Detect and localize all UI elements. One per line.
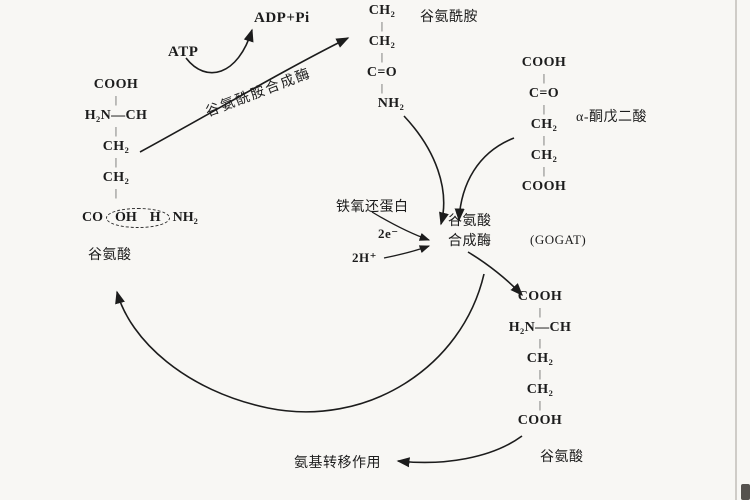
amino-transfer-label: 氨基转移作用 [294, 456, 381, 471]
arrow-protons [383, 245, 431, 259]
structure-glutamine-top: CH₂|CH₂|C=O|NH₂ [366, 3, 405, 111]
hydrogen-atom: H [149, 210, 161, 225]
structure-glutamate-bottom: COOH|H₂N—CH|CH₂|CH₂|COOH [508, 289, 572, 428]
arrow-glutamate-recycle [115, 273, 485, 413]
ferredoxin-label: 铁氧还蛋白 [336, 200, 409, 215]
amine-group: NH₂ [172, 210, 198, 225]
arrow-electrons [371, 211, 431, 241]
glutamate-synthase-label-line1: 谷氨酸 [448, 214, 492, 229]
dashed-oval-condensation-site: OH H [106, 208, 170, 228]
protons-label: 2H⁺ [352, 250, 377, 265]
arrow-atp-to-adp [185, 28, 254, 74]
arrow-glutamine-to-gogat [403, 115, 449, 226]
electrons-label: 2e⁻ [378, 226, 399, 241]
scan-corner-artifact [741, 484, 750, 500]
glutamate-synthase-label-line2: 合成酶 [448, 234, 492, 249]
atp-label: ATP [168, 44, 199, 60]
arrow-akg-to-gogat [454, 137, 515, 222]
arrow-gogat-to-glutamate [467, 251, 523, 297]
arrow-amino-transfer [396, 435, 523, 468]
glutamate-left-label: 谷氨酸 [88, 248, 132, 263]
structure-alpha-ketoglutarate: COOH|C=O|CH₂|CH₂|COOH [521, 55, 567, 194]
gogat-label: (GOGAT) [530, 232, 587, 247]
hydroxyl-group: OH [115, 210, 137, 225]
scan-edge-artifact [735, 0, 737, 500]
carbonyl-group: CO [82, 210, 103, 225]
arrow-synthesis-to-glutamine [139, 37, 350, 153]
adp-pi-label: ADP+Pi [254, 10, 310, 26]
structure-glutamate-left-reactive-group: CO OH H NH₂ [82, 208, 198, 228]
structure-glutamate-left: COOH|H₂N—CH|CH₂|CH₂| [84, 77, 148, 199]
alpha-ketoglutarate-label: α-酮戊二酸 [576, 110, 647, 125]
glutamine-label: 谷氨酰胺 [420, 10, 478, 25]
glutamate-bottom-label: 谷氨酸 [540, 450, 584, 465]
